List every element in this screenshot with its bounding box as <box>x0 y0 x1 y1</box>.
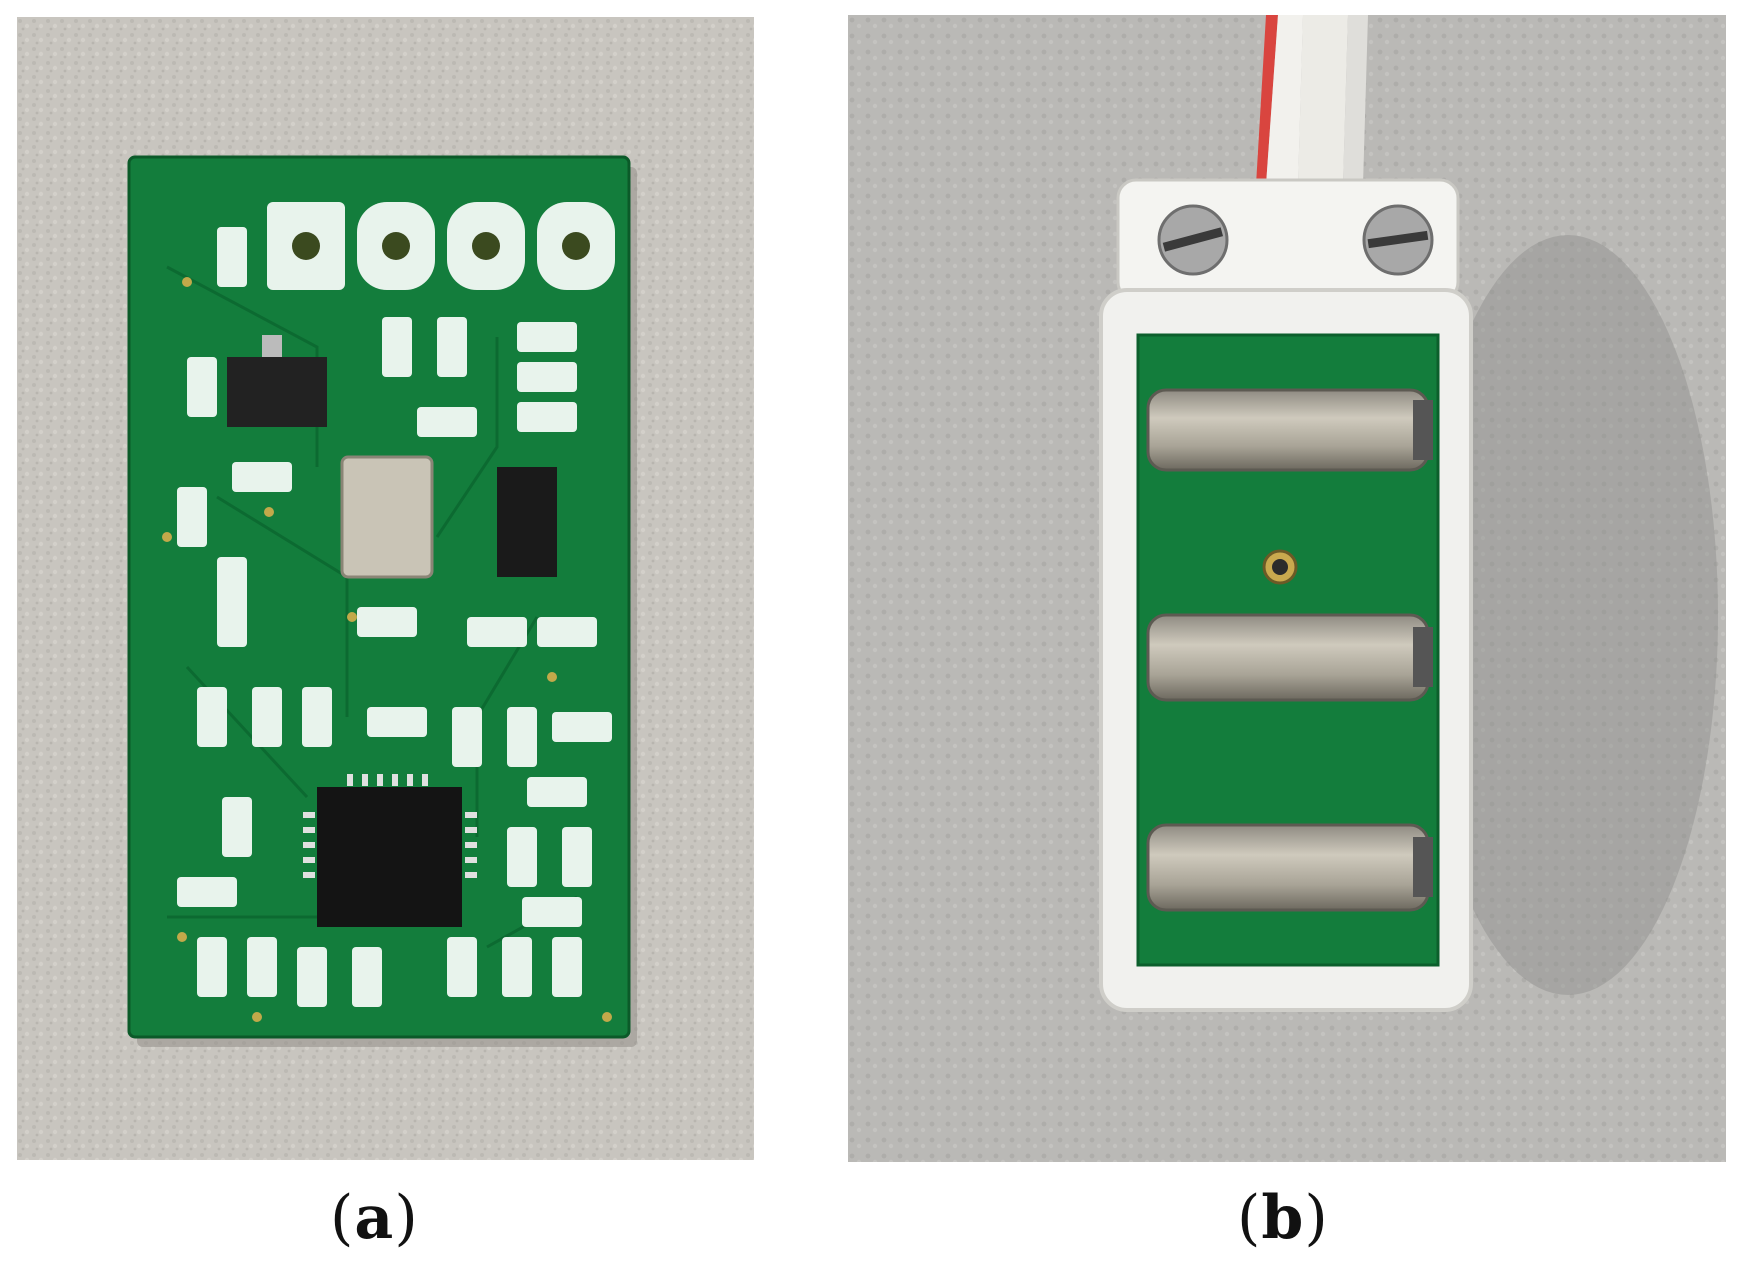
photo-pcb-board <box>17 17 754 1160</box>
electrode-top <box>1146 388 1433 472</box>
center-hole <box>1262 549 1298 585</box>
pcb-illustration <box>17 17 754 1160</box>
caption-a: (a) <box>330 1183 419 1253</box>
photo-sensor-enclosure <box>848 15 1726 1162</box>
crystal-oscillator <box>340 455 434 579</box>
regulator-chip <box>227 357 327 427</box>
smd-components <box>177 227 612 1007</box>
microcontroller-chip <box>317 787 462 927</box>
enclosure-illustration <box>848 15 1726 1162</box>
screw-left <box>1157 204 1229 276</box>
screw-right <box>1362 204 1434 276</box>
caption-b: (b) <box>1237 1183 1329 1253</box>
electrode-bottom <box>1146 823 1433 912</box>
electrode-middle <box>1146 613 1433 702</box>
header-pads <box>267 202 615 290</box>
ribbon-cable <box>1256 15 1368 185</box>
sensor-ic <box>497 467 557 577</box>
